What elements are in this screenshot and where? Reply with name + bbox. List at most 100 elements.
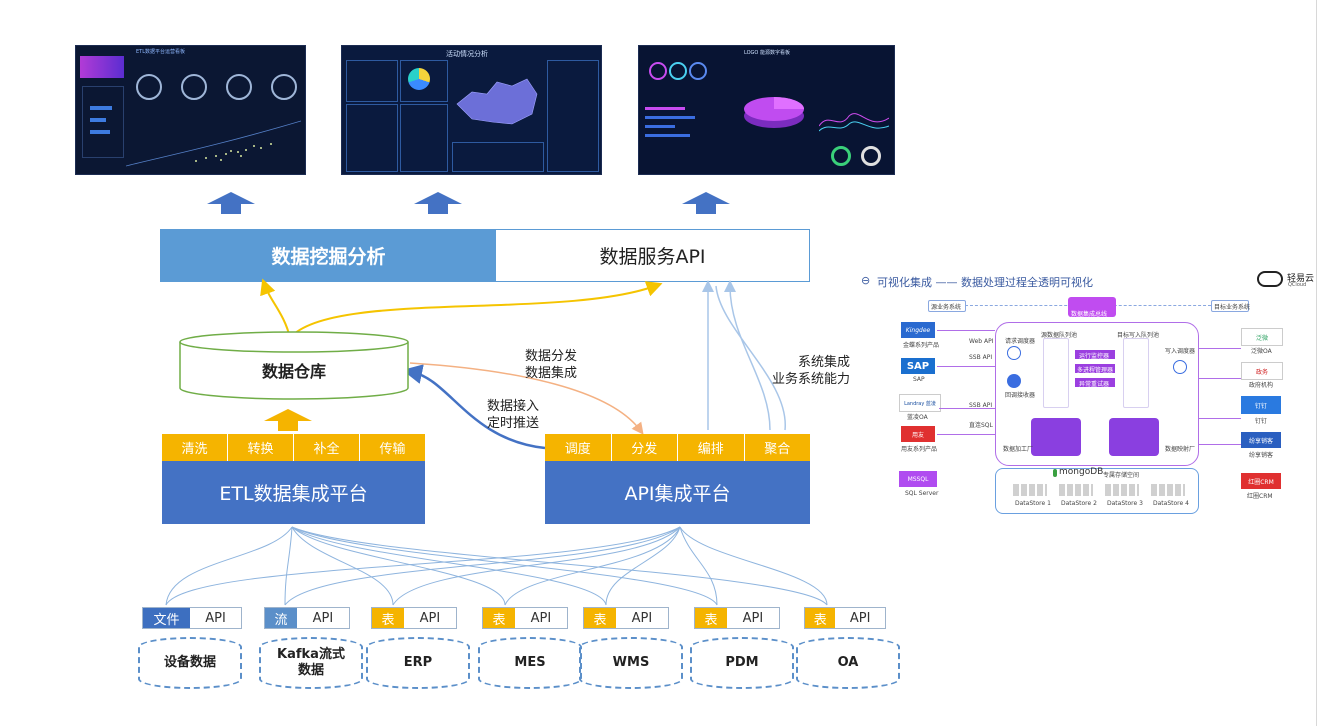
data-service-api-block: 数据服务API: [496, 230, 809, 281]
bus-frame: [995, 322, 1199, 466]
source-tag-type: 表: [584, 608, 616, 628]
source-tag-type: 表: [695, 608, 727, 628]
left-system-mssql-label: SQL Server: [905, 490, 939, 497]
write-scheduler-label: 写入调度器: [1165, 348, 1196, 355]
ingest-line-2: 定时推送: [487, 416, 540, 431]
source-systems-label: 源业务系统: [931, 304, 962, 311]
right-system-weaver: 泛微: [1241, 328, 1283, 346]
dashboard-thumbnail-etl: ETL数据平台运营看板: [75, 45, 306, 175]
queue-label-target: 目标写入队列池: [1117, 332, 1160, 339]
brand-logo-icon: [1257, 271, 1283, 287]
source-oa: OA: [796, 637, 900, 689]
ingest-line-1: 数据接入: [487, 399, 540, 414]
datastore-2: DataStore 2: [1061, 500, 1097, 507]
dashboard-title: 活动情况分析: [446, 50, 488, 58]
etl-op-transfer: 传输: [379, 442, 406, 457]
link-label: 直连SQL: [969, 422, 993, 429]
up-arrow-icon: [682, 192, 730, 214]
source-tag-api: API: [726, 608, 779, 628]
etl-platform: ETL数据集成平台: [162, 461, 425, 524]
processing-label: 数据加工厂: [1003, 446, 1034, 453]
dashboard-thumbnail-energy: LOGO 能源数字看板: [638, 45, 895, 175]
link-label: SSB API: [969, 402, 993, 409]
mapping-label: 数据映射厂: [1165, 446, 1196, 453]
source-tag: 流 API: [264, 607, 350, 629]
target-systems-label: 目标业务系统: [1214, 304, 1251, 311]
source-pdm: PDM: [690, 637, 794, 689]
dashboard-title: ETL数据平台运营看板: [136, 49, 185, 55]
etl-op-clean: 清洗: [162, 434, 228, 461]
api-op-orchestrate: 编排: [678, 434, 745, 461]
right-system-fxiaoke-label: 纷享销客: [1249, 452, 1274, 459]
panel-heading: 可视化集成 —— 数据处理过程全透明可视化: [877, 276, 1093, 289]
source-tag: 表 API: [371, 607, 457, 629]
source-tag: 表 API: [804, 607, 886, 629]
source-tag-type: 流: [265, 608, 297, 628]
right-system-gov-label: 政府机构: [1249, 382, 1274, 389]
brand-sub: QCloud: [1288, 282, 1307, 288]
left-system-sap: SAP: [901, 358, 935, 374]
source-tag: 表 API: [482, 607, 568, 629]
right-system-dingtalk: 钉钉: [1241, 396, 1281, 414]
system-line-1: 系统集成: [798, 355, 851, 370]
queue-label-source: 源数据队列池: [1041, 332, 1078, 339]
integration-panel: ⊖ 可视化集成 —— 数据处理过程全透明可视化 轻易云 QCloud 源业务系统…: [855, 268, 1315, 523]
action-retry: [1075, 378, 1115, 387]
right-system-fxiaoke: 纷享销客: [1241, 432, 1281, 448]
write-scheduler-icon: [1173, 360, 1187, 374]
callback-receiver-icon: [1007, 374, 1021, 388]
top-service-bar: 数据挖掘分析 数据服务API: [160, 229, 810, 282]
data-warehouse-cylinder: [179, 331, 409, 400]
processing-box: [1031, 418, 1081, 456]
storage-label: 专属存储空间: [1103, 472, 1140, 479]
action-process-manager: [1075, 364, 1115, 373]
source-tag-api: API: [190, 608, 241, 628]
datastore-1: DataStore 1: [1015, 500, 1051, 507]
api-platform: API集成平台: [545, 461, 810, 524]
source-tag: 文件 API: [142, 607, 242, 629]
mongodb-leaf-icon: [1053, 469, 1057, 477]
source-wms: WMS: [579, 637, 683, 689]
link-label: Web API: [969, 338, 994, 345]
flow-connectors: [165, 278, 828, 606]
link-label: SSB API: [969, 354, 993, 361]
api-op-distribute: 分发: [612, 434, 678, 461]
source-tag-api: API: [296, 608, 349, 628]
source-mes: MES: [478, 637, 582, 689]
action-run-monitor: [1075, 350, 1115, 359]
action-process-manager-label: 多进程管理器: [1077, 367, 1114, 374]
etl-op-transform: 转换: [228, 434, 294, 461]
source-kafka-line-2: 数据: [297, 663, 324, 678]
mapping-box: [1109, 418, 1159, 456]
left-system-yonyou-label: 用友系列产品: [901, 446, 938, 453]
api-op-aggregate: 聚合: [764, 442, 791, 457]
source-systems-box: [928, 300, 966, 312]
etl-ops-bar: 清洗 转换 补全 传输: [162, 434, 425, 461]
up-arrow-icon: [264, 409, 312, 431]
left-system-mssql: MSSQL: [899, 471, 937, 487]
system-label: 系统集成 业务系统能力: [772, 354, 850, 388]
left-system-yonyou: 用友: [901, 426, 935, 442]
source-tag-api: API: [615, 608, 668, 628]
data-warehouse-label: 数据仓库: [261, 362, 326, 381]
dashboard-title: LOGO 能源数字看板: [744, 50, 790, 56]
action-retry-label: 异常重试器: [1079, 381, 1110, 388]
source-erp: ERP: [366, 637, 470, 689]
mongodb-label: mongoDB: [1059, 467, 1104, 477]
api-op-schedule: 调度: [545, 434, 612, 461]
api-ops-bar: 调度 分发 编排 聚合: [545, 434, 810, 461]
right-system-dingtalk-label: 钉钉: [1255, 418, 1268, 425]
source-kafka-line-1: Kafka流式: [277, 647, 345, 662]
right-system-hongquan: 红圈CRM: [1241, 473, 1281, 489]
source-kafka-stream: Kafka流式 数据: [259, 637, 363, 689]
target-systems-box: [1211, 300, 1249, 312]
up-arrow-icon: [414, 192, 462, 214]
source-tag-type: 表: [805, 608, 836, 628]
ingest-label: 数据接入 定时推送: [487, 398, 539, 432]
right-system-gov: 政务: [1241, 362, 1283, 380]
datastore-4: DataStore 4: [1153, 500, 1189, 507]
system-line-2: 业务系统能力: [772, 372, 851, 387]
left-system-kingdee-label: 金蝶系列产品: [903, 342, 940, 349]
up-arrow-icon: [207, 192, 255, 214]
left-system-landray: Landray 蓝凌: [899, 394, 941, 412]
